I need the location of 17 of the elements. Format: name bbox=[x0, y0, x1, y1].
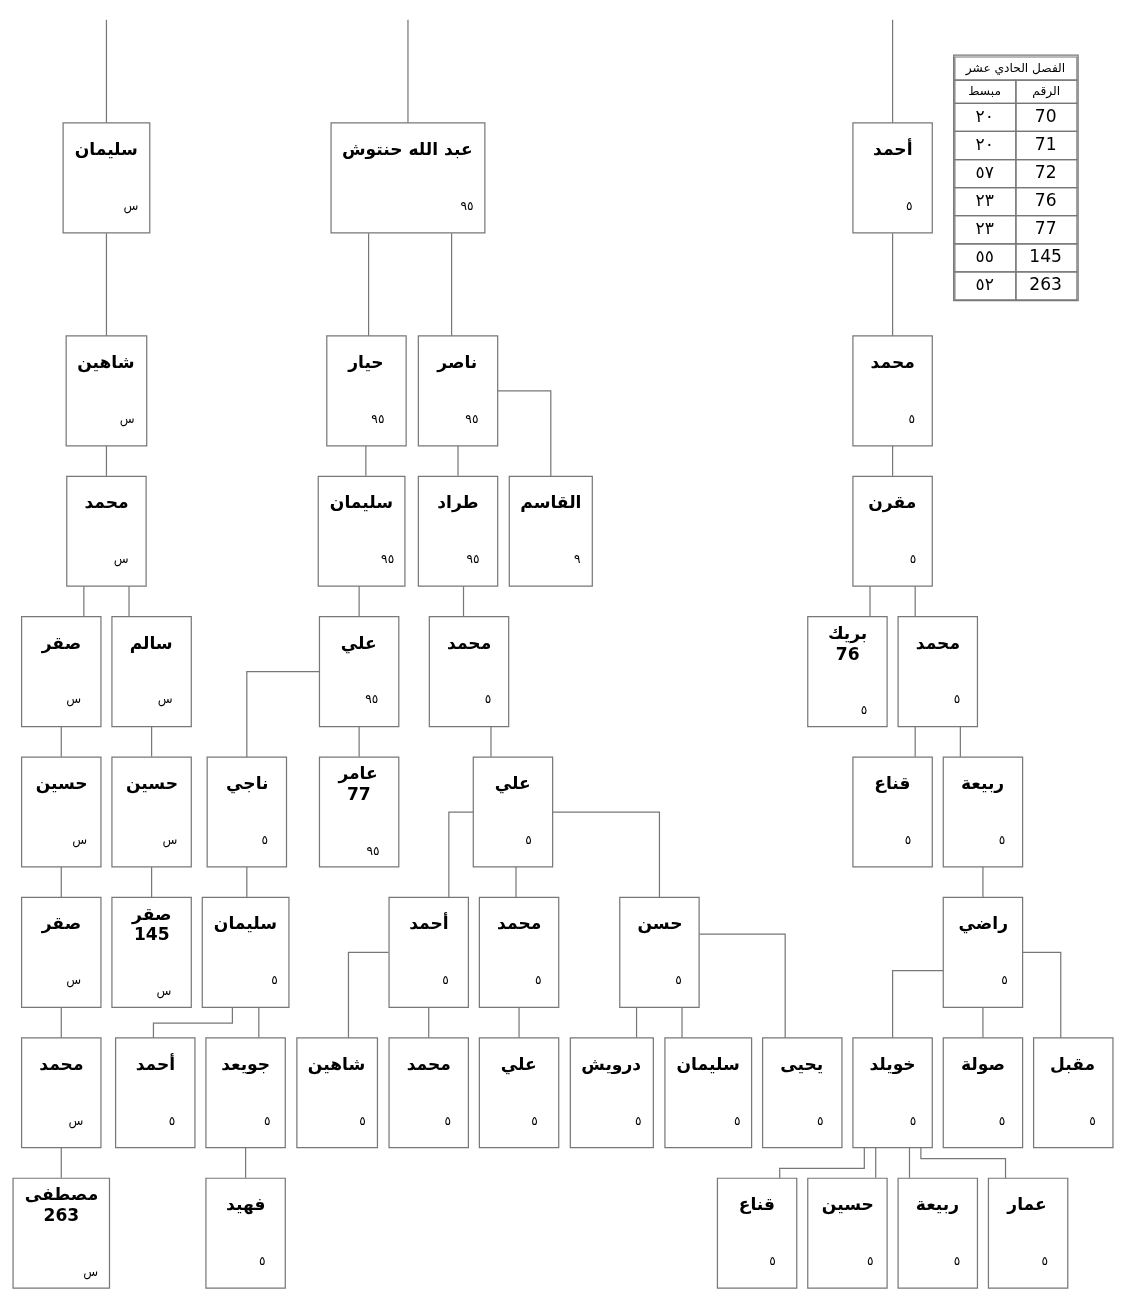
label: 70 bbox=[1034, 105, 1057, 126]
label: 72 bbox=[1034, 162, 1057, 183]
label: 145 bbox=[1029, 246, 1062, 267]
label: ٢٣ bbox=[975, 190, 994, 211]
label: ٢٠ bbox=[975, 134, 994, 155]
label: 76 bbox=[1034, 190, 1057, 211]
label: 77 bbox=[1034, 218, 1057, 239]
label: الرقم bbox=[1032, 83, 1061, 98]
label: 71 bbox=[1034, 134, 1057, 155]
label: ٥٧ bbox=[975, 162, 994, 183]
label: ٢٠ bbox=[975, 105, 994, 126]
label: ٥٥ bbox=[975, 246, 994, 267]
label: 263 bbox=[1029, 274, 1062, 295]
label: الفصل الحادي عشر bbox=[965, 60, 1066, 75]
label: مبسط bbox=[968, 83, 1001, 98]
label: ٢٣ bbox=[975, 218, 994, 239]
label: ٥٢ bbox=[975, 274, 994, 295]
